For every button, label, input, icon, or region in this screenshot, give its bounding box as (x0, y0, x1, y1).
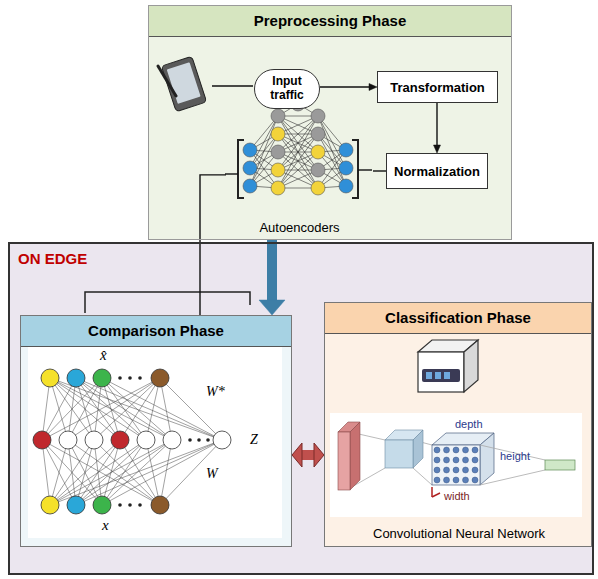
arrowhead (434, 145, 441, 153)
input-ellipse: Input traffic (254, 69, 320, 109)
cnn-figure (338, 422, 575, 497)
flow-arrow (434, 103, 441, 153)
autoencoder-diagram (33, 369, 231, 514)
arrowhead (259, 300, 285, 315)
figure-caption: Convolutional Neural Network (373, 526, 545, 541)
box-label: Normalization (394, 164, 480, 179)
double-block-arrow (292, 443, 324, 467)
bracket (85, 292, 250, 313)
server-icon (418, 340, 478, 392)
process-box: Normalization (386, 153, 488, 189)
edge-region: Comparison PhaseConvolutional Neural Net… (8, 242, 594, 575)
process-box: Transformation (377, 71, 498, 103)
connector-line (301, 450, 315, 460)
math-symbol: Z (250, 432, 258, 447)
block-arrow (259, 240, 285, 315)
arrowhead (314, 443, 324, 467)
math-symbol: x (102, 517, 109, 534)
connector-line (373, 170, 386, 171)
arrowhead (369, 84, 377, 91)
flow-arrow (320, 84, 377, 91)
panel-fills (8, 5, 594, 575)
panel-fill (20, 315, 292, 547)
autoencoder-network (225, 97, 372, 198)
tablet-icon (158, 56, 253, 112)
math-symbol: x̂ (100, 347, 107, 364)
dimension-label: height (500, 450, 530, 462)
autoencoder-figure: Autoencoders (226, 99, 373, 237)
phase-title: Classification Phase (325, 303, 591, 334)
phase-panel: Comparison Phase (20, 315, 292, 547)
link-line (200, 175, 226, 315)
panel-fill (148, 5, 512, 240)
phase-title: Preprocessing Phase (149, 6, 511, 37)
connector-line (436, 103, 437, 146)
cnn-figure: Convolutional Neural Network (333, 416, 585, 543)
connector-line (320, 86, 370, 87)
figure-ground (330, 413, 582, 517)
connector-line (267, 240, 277, 301)
phase-panel: Input traffic TransformationNormalization… (148, 5, 512, 240)
math-symbol: W (206, 466, 218, 481)
box-label: Transformation (390, 80, 485, 95)
figure-caption: Autoencoders (259, 220, 339, 235)
dimension-label: depth (455, 418, 483, 430)
connector-line (200, 175, 226, 315)
box-label: Input traffic (261, 75, 313, 103)
link-line (373, 171, 386, 172)
panel-fill (324, 302, 592, 547)
panel-fill (8, 242, 594, 575)
dimension-label: width (444, 490, 470, 502)
region-title: ON EDGE (10, 244, 95, 273)
phase-title: Comparison Phase (21, 316, 291, 347)
arrowhead (292, 443, 302, 467)
math-symbol: W* (206, 384, 225, 399)
figure-ground (28, 345, 282, 538)
